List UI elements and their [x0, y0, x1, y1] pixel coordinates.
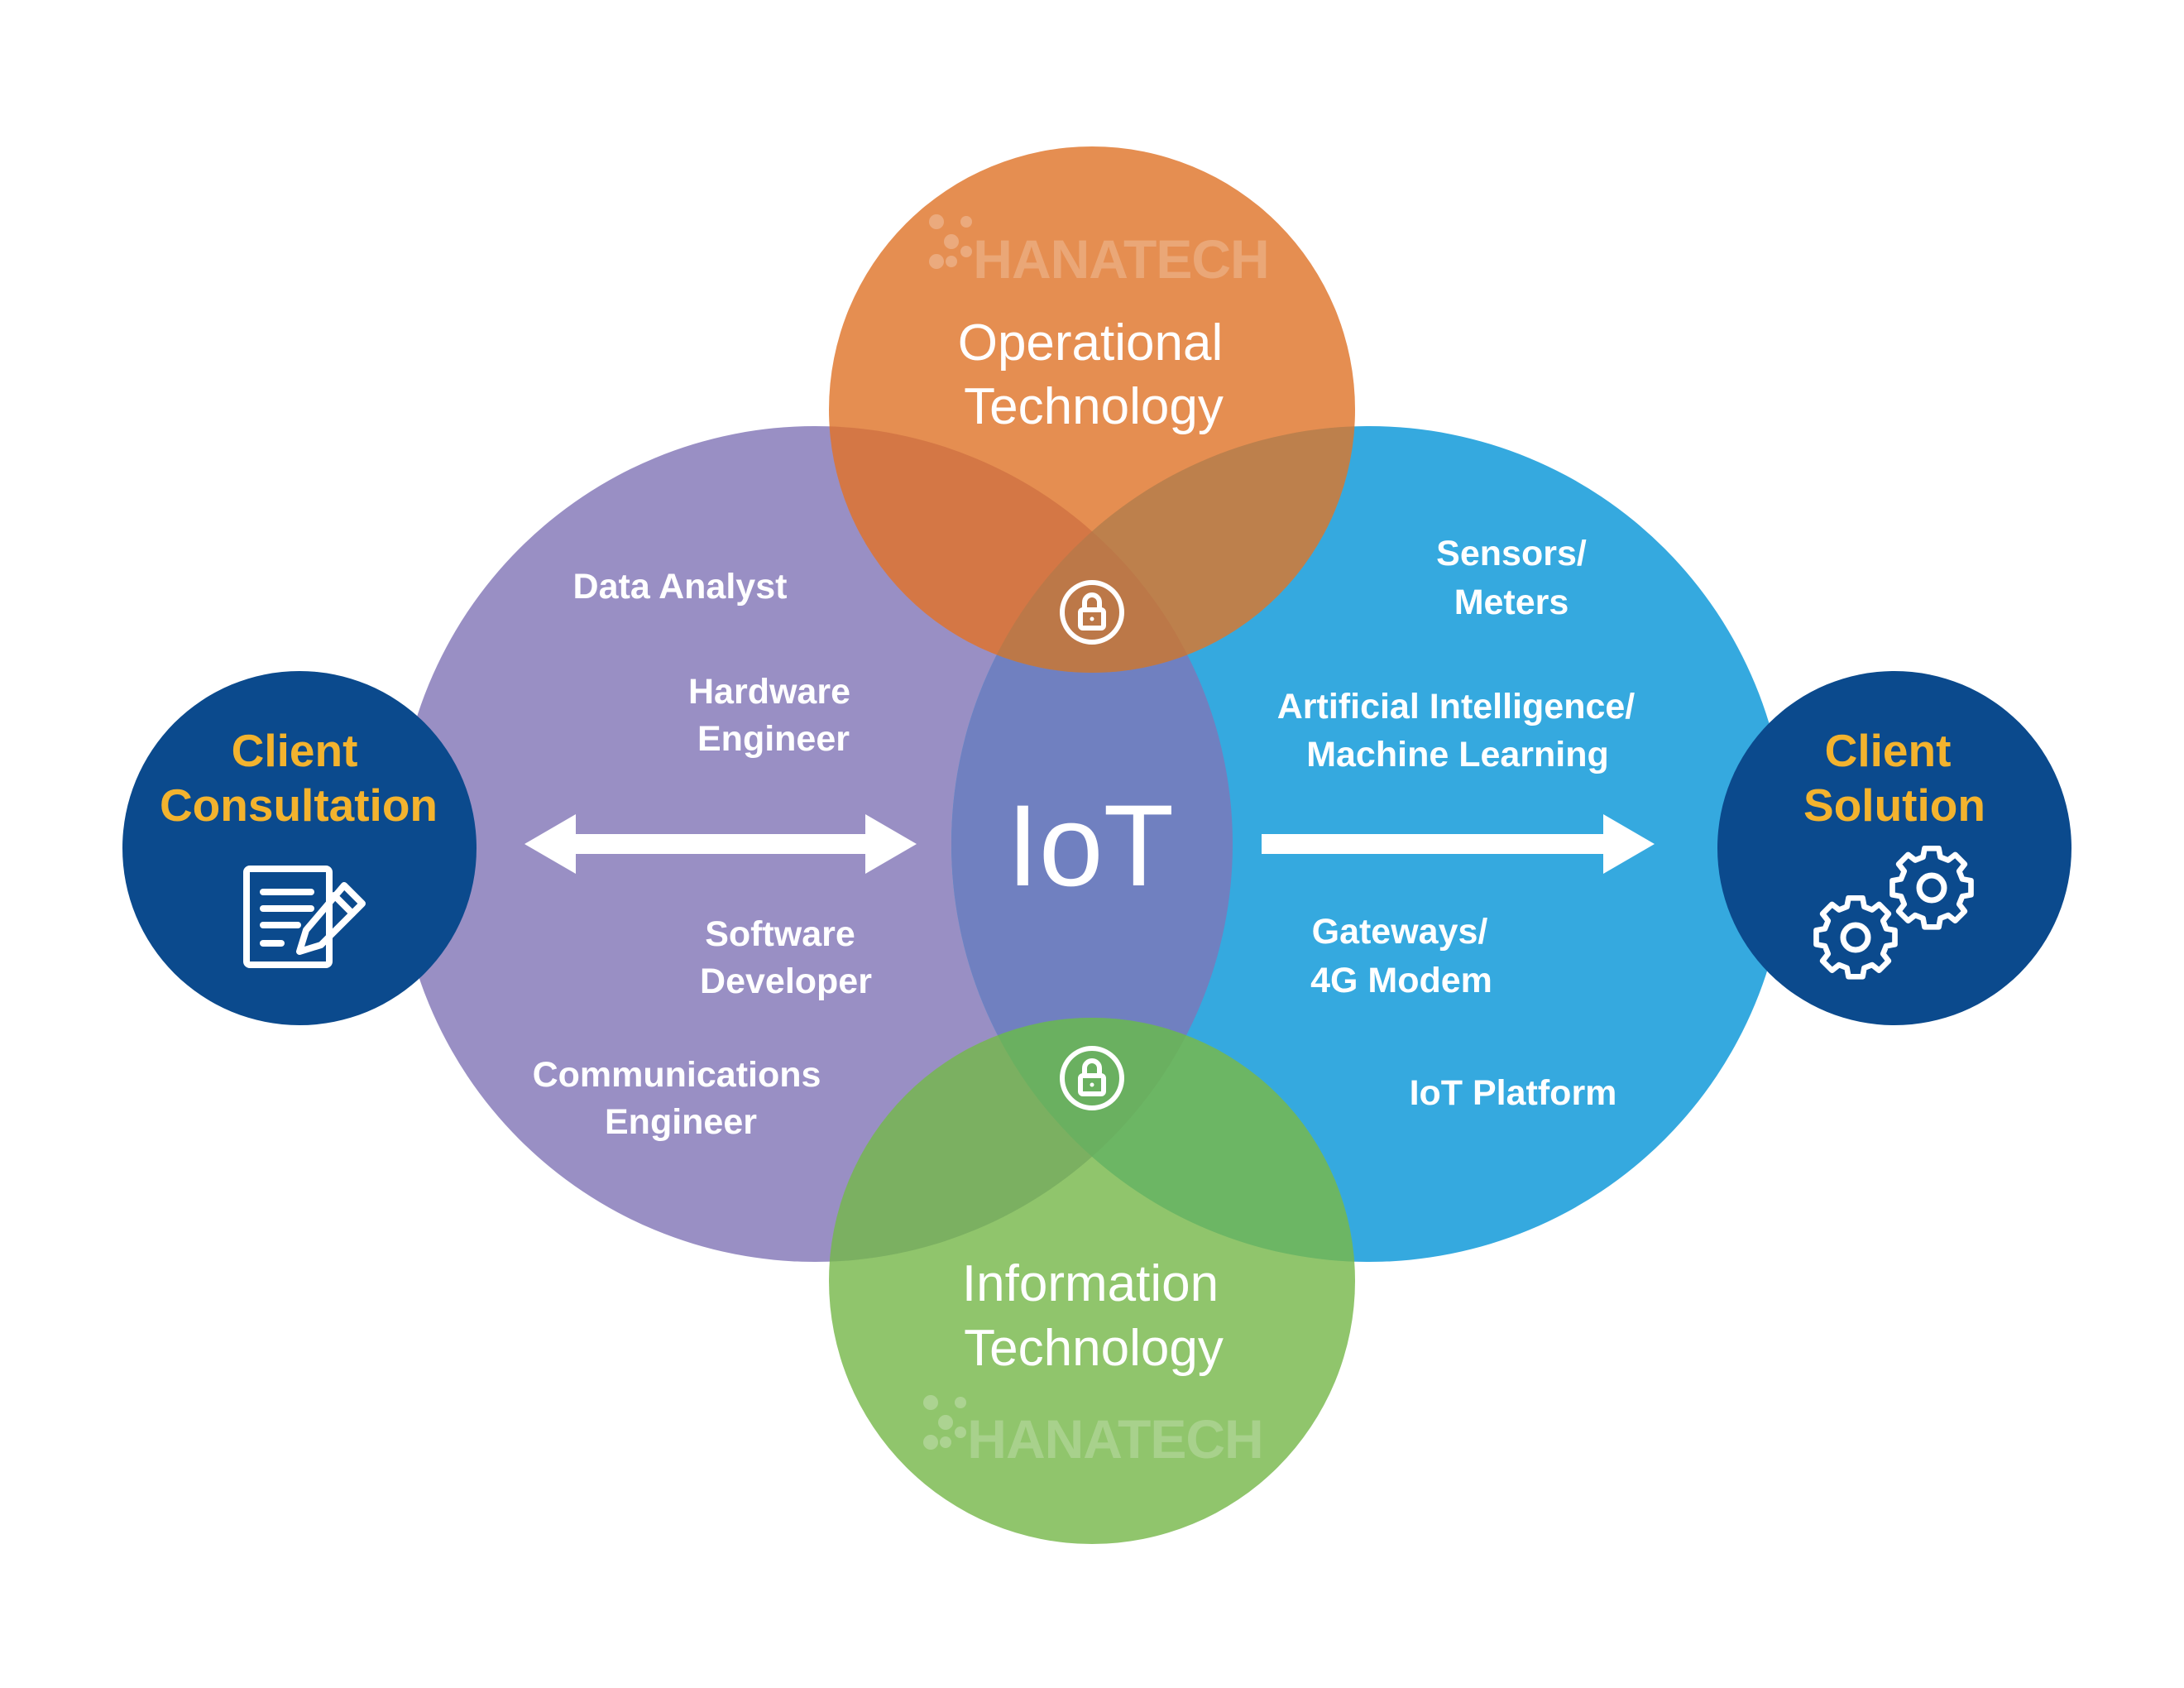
item-gateways-line2: 4G Modem: [1310, 961, 1492, 1000]
item-iot-platform: IoT Platform: [1410, 1073, 1617, 1113]
role-hardware-line2: Engineer: [697, 719, 850, 759]
left-roles: Data Analyst Hardware Engineer Software …: [533, 567, 873, 1142]
watermark-top: HANATECH: [973, 228, 1268, 290]
role-hardware-line1: Hardware: [688, 672, 850, 712]
operational-title-line2: Technology: [964, 378, 1224, 435]
lock-icon: [1060, 580, 1124, 645]
item-ai-line2: Machine Learning: [1306, 735, 1609, 774]
role-data-analyst: Data Analyst: [573, 567, 788, 607]
right-arrow-icon: [1262, 814, 1655, 874]
watermark-bottom: HANATECH: [967, 1408, 1262, 1470]
item-ai-line1: Artificial Intelligence/: [1277, 687, 1636, 727]
client-solution-line2: Solution: [1803, 779, 1985, 831]
hanatech-logo-bottom: [923, 1395, 966, 1450]
role-communications-line2: Engineer: [605, 1102, 757, 1142]
hanatech-logo-top: [929, 214, 972, 269]
operational-title-line1: Operational: [958, 314, 1224, 372]
item-sensors-line2: Meters: [1454, 583, 1569, 622]
lock-icon: [1060, 1046, 1124, 1110]
document-edit-icon: [243, 866, 366, 968]
client-consultation-circle: [122, 671, 477, 1025]
item-gateways-line1: Gateways/: [1312, 912, 1488, 952]
client-consultation-line2: Consultation: [160, 779, 438, 831]
role-communications-line1: Communications: [533, 1055, 821, 1095]
role-software-line2: Developer: [700, 961, 872, 1001]
information-title-line1: Information: [962, 1255, 1219, 1312]
right-items: Sensors/ Meters Artificial Intelligence/…: [1277, 534, 1636, 1113]
iot-label: IoT: [1007, 780, 1174, 910]
double-arrow-icon: [524, 814, 917, 874]
gears-icon: [1813, 845, 1974, 980]
information-title-line2: Technology: [964, 1320, 1224, 1377]
client-solution-circle: [1717, 671, 2071, 1025]
role-software-line1: Software: [705, 914, 855, 954]
item-sensors-line1: Sensors/: [1436, 534, 1587, 573]
client-solution-line1: Client: [1825, 725, 1952, 776]
client-consultation-line1: Client: [232, 725, 358, 776]
